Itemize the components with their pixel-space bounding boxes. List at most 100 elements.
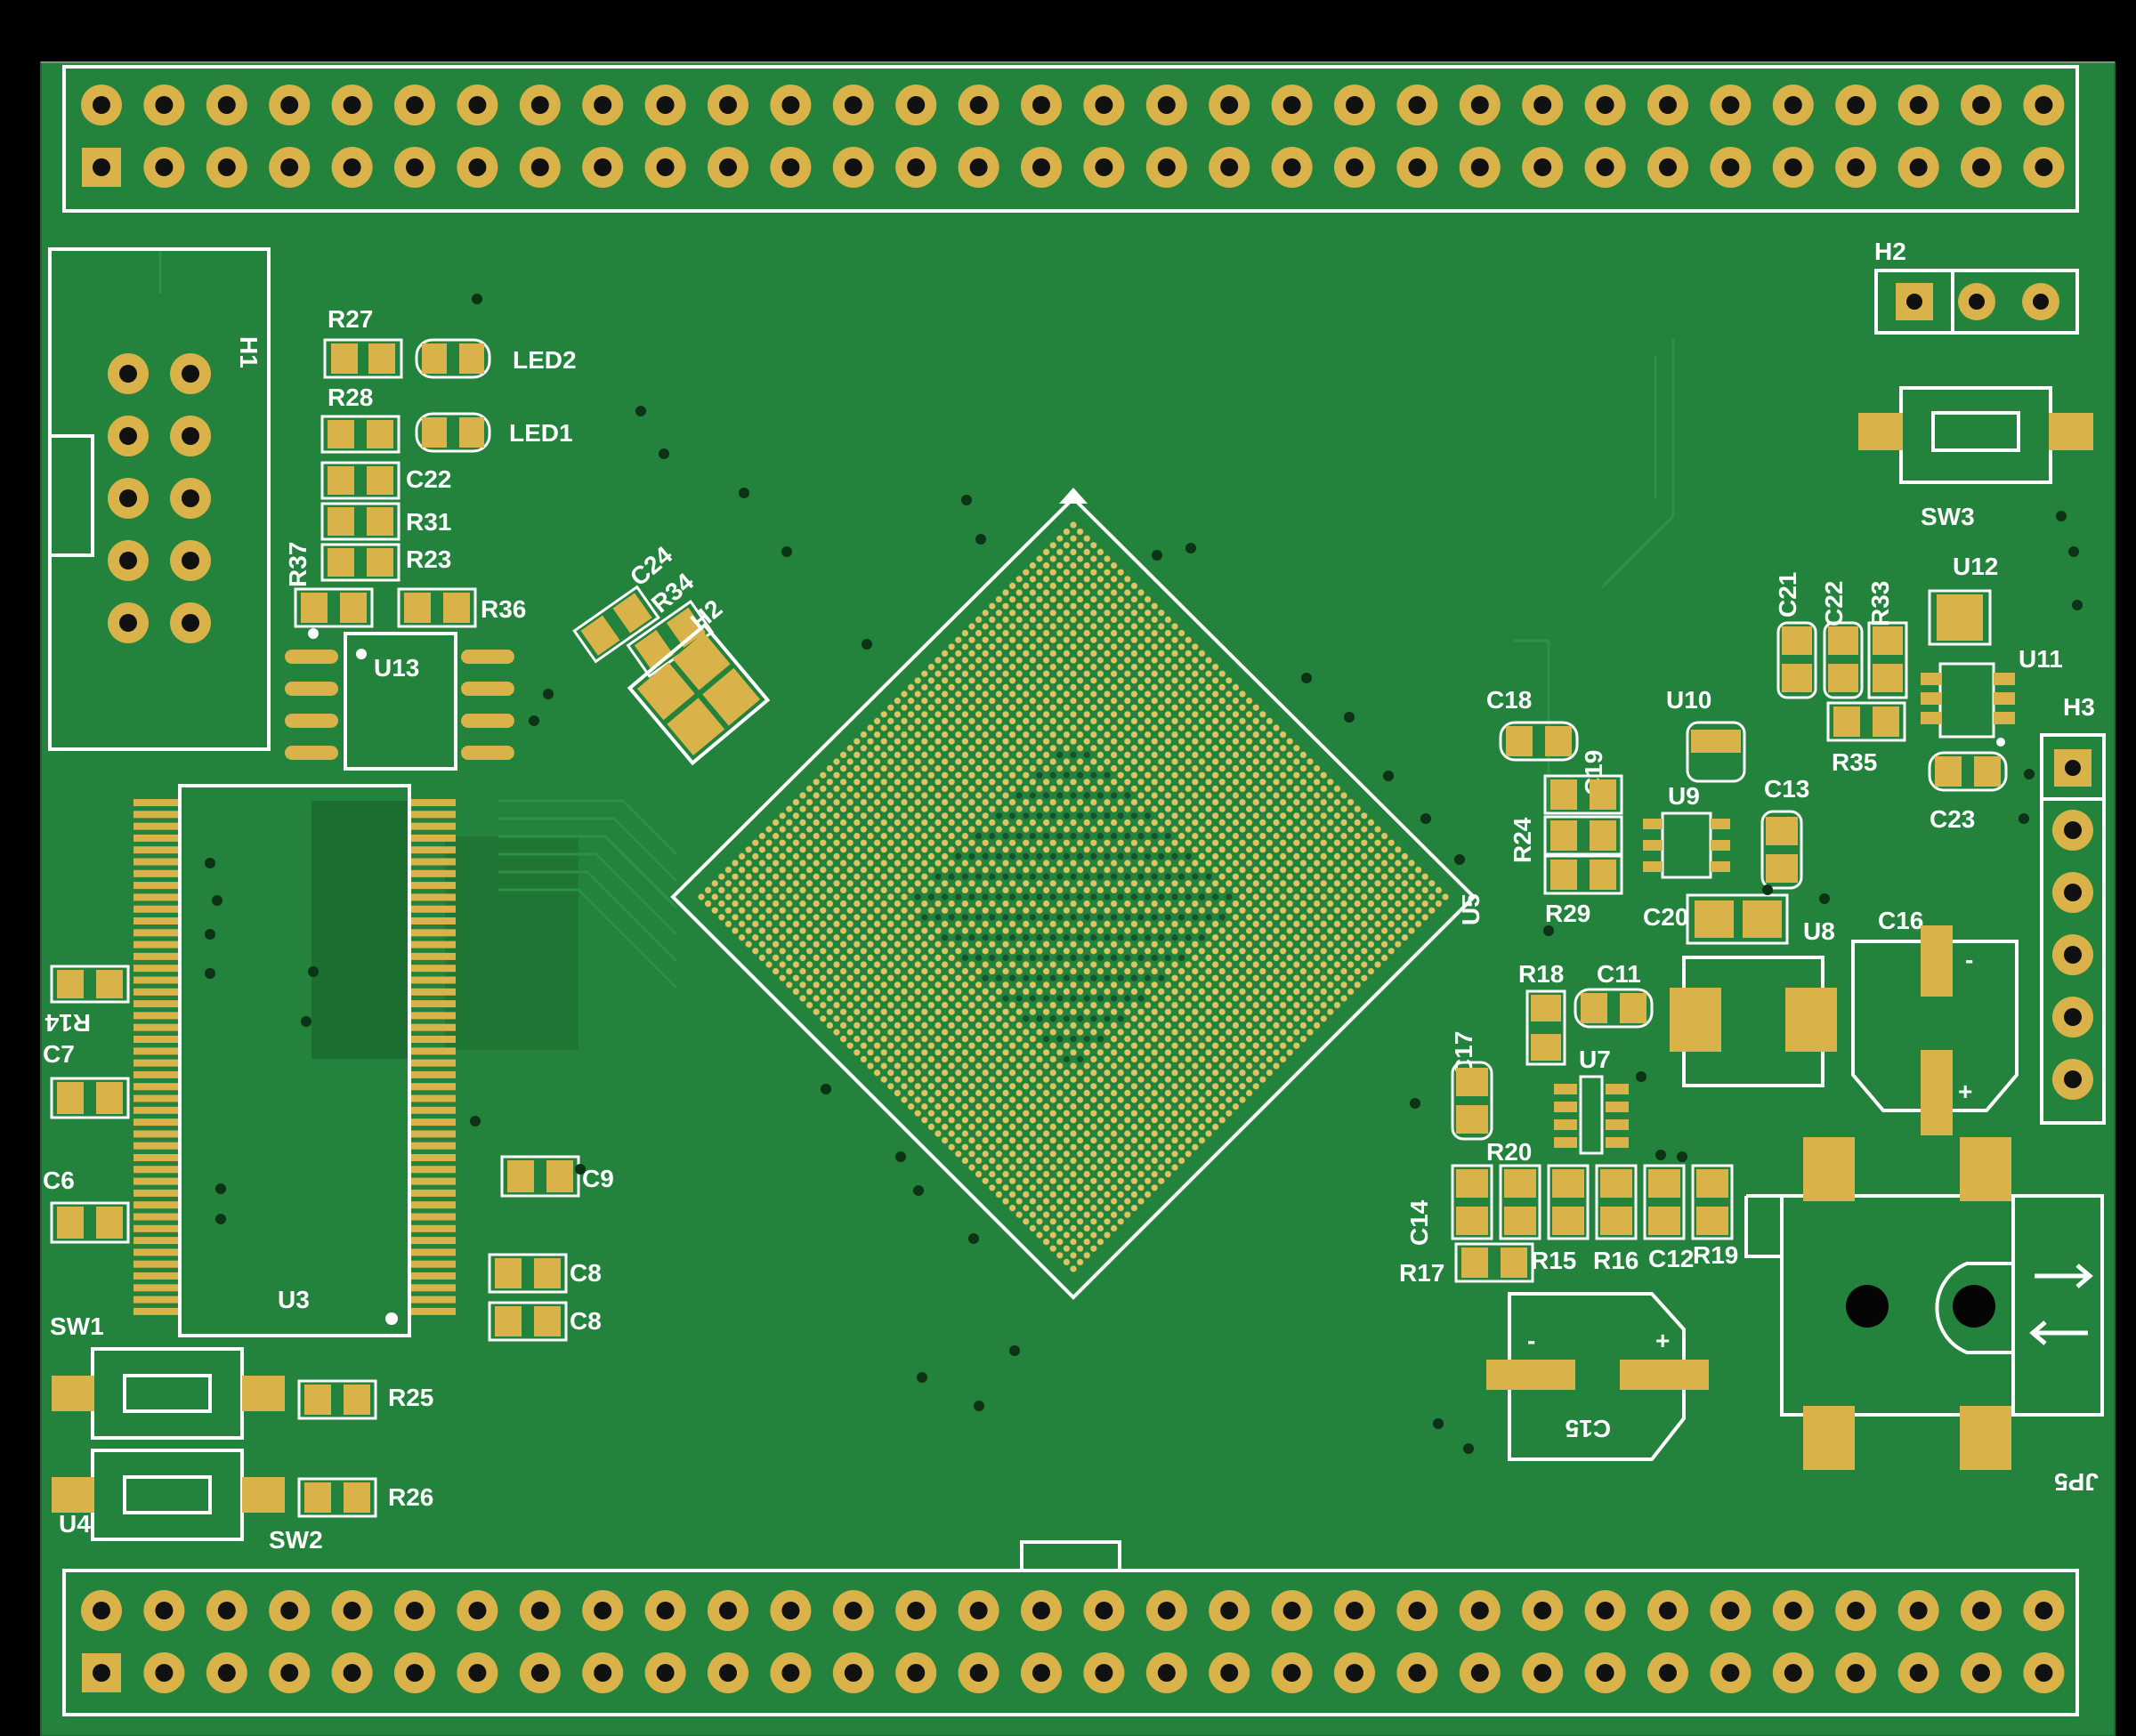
u3-pad [411,1201,456,1209]
r36-label: R36 [481,595,526,623]
u3-pad [411,1237,456,1245]
via [1463,1443,1474,1454]
c22-left-label: C22 [406,465,451,493]
u3-pad [134,905,178,913]
via [1762,884,1773,895]
u3-pad [411,834,456,842]
via [917,1372,927,1383]
via [862,639,872,650]
c11-label: C11 [1597,960,1641,988]
via [635,406,646,416]
u3-pad [134,1166,178,1174]
passive-pad [1504,1207,1536,1235]
u3-pad [411,976,456,984]
connector-h1: H1 [48,247,271,751]
r23-label: R23 [406,545,451,573]
u3-pad [134,822,178,830]
u3-pad [411,1036,456,1043]
u3-pad [134,1083,178,1091]
u3-pad [134,834,178,842]
c13-label: C13 [1764,775,1809,803]
u9-label: U9 [1668,782,1700,810]
r26-label: R26 [388,1483,433,1511]
u3-pad [134,1142,178,1150]
passive-pad [1600,1169,1632,1198]
c6-label: C6 [43,1167,75,1194]
via [2056,511,2067,521]
u3-pad [411,1248,456,1256]
u3-pad [134,1023,178,1031]
c23-label: C23 [1930,805,1975,833]
c7-label: C7 [43,1040,75,1068]
u11-label: U11 [2019,645,2063,673]
u3-pad [134,869,178,877]
u3-pad [134,1000,178,1008]
c15-label: C15 [1566,1415,1611,1442]
led2-label: LED2 [513,346,577,374]
u5-outline [670,496,1477,1300]
via [2024,769,2035,779]
via [1301,673,1312,683]
h1-pins [108,353,211,643]
u3-pad [411,1284,456,1292]
r19-label: R19 [1693,1241,1738,1269]
c16-body [1851,940,2019,1112]
u3-pad [411,1012,456,1020]
r15-label: R15 [1531,1247,1576,1274]
c16-minus: - [1965,946,1973,973]
u4-label: U4 [59,1510,91,1538]
via [529,715,539,726]
u3-pad [411,917,456,925]
u3-pad [134,1130,178,1138]
passive-pad [1504,1169,1536,1198]
h3-outline [2040,733,2106,1125]
u13-pad [285,714,338,728]
h1-label: H1 [235,336,263,368]
c15-minus: - [1527,1327,1535,1354]
u5-ball-array [698,521,1449,1272]
u3-pad [134,1106,178,1114]
u3-pad [411,1059,456,1067]
passive-pad [1648,1207,1680,1235]
u3-pad [411,965,456,973]
ic-u5-bga: U5 [670,488,1485,1300]
passive-pad [1501,1247,1527,1278]
header-bottom-pins [81,1590,2065,1693]
r17-label: R17 [1399,1259,1444,1287]
via [913,1185,924,1196]
u3-pad [411,1000,456,1008]
header-top-pins [81,85,2065,188]
u13-label: U13 [374,654,419,682]
via [575,1164,586,1175]
c16-label: C16 [1878,907,1923,934]
u3-pad [134,941,178,949]
c18-label: C18 [1486,686,1532,714]
r14-label: R14 [44,1009,91,1037]
sw2-label: SW2 [269,1526,323,1554]
u13-pad [285,682,338,696]
u3-pad [134,846,178,854]
via [2068,546,2079,557]
u3-pad [411,952,456,960]
u3-pad [411,1154,456,1161]
r16-label: R16 [1593,1247,1638,1274]
c21-label: C21 [1774,572,1801,618]
u13-body [344,632,457,771]
u10-label: U10 [1666,686,1711,714]
via [1543,925,1554,936]
u3-pad [411,1070,456,1078]
u3-pad [134,1248,178,1256]
u3-pad [411,1106,456,1114]
via [781,546,792,557]
connector-h3: H3 [2040,693,2106,1125]
via [1454,854,1465,865]
u3-pad [134,976,178,984]
passive-pad [1552,1207,1584,1235]
u13-pad [285,650,338,664]
via [472,294,482,304]
u3-pad [134,799,178,806]
c20-label: C20 [1643,903,1688,931]
u3-pad [134,1260,178,1268]
u3-pad [411,1177,456,1185]
u3-pad [134,1189,178,1197]
